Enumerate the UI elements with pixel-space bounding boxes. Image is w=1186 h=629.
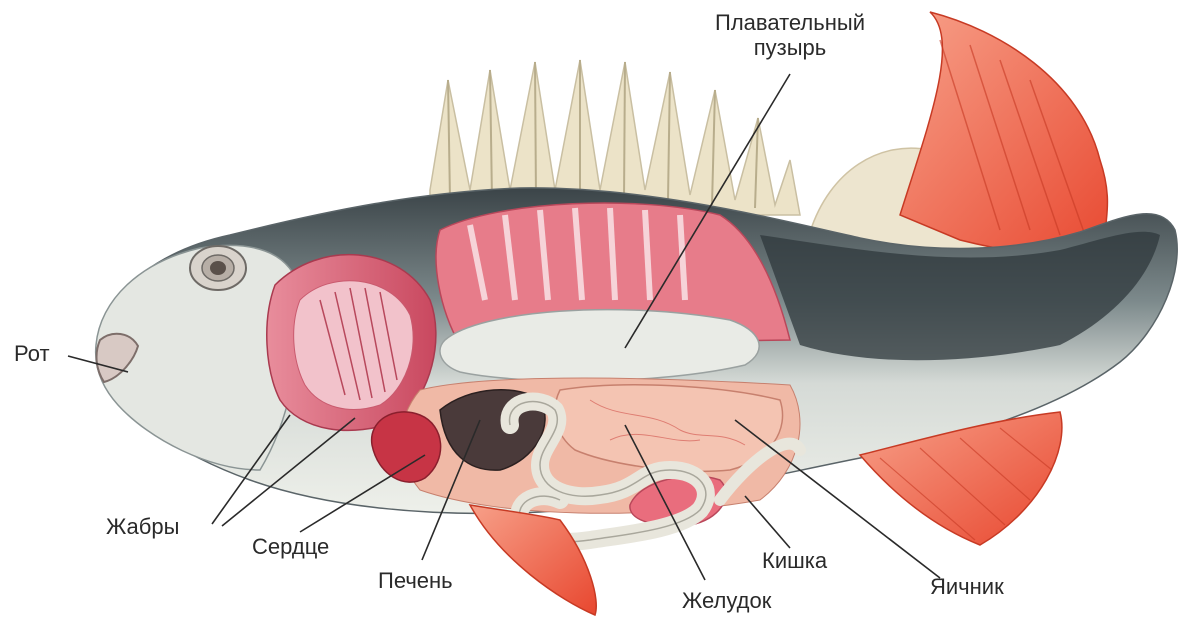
label-serdtse: Сердце bbox=[252, 534, 329, 559]
leader-kishka bbox=[745, 496, 790, 548]
eye bbox=[190, 246, 246, 290]
pelvic-fin bbox=[470, 505, 596, 615]
label-kishka: Кишка bbox=[762, 548, 827, 573]
label-zhabry: Жабры bbox=[106, 514, 179, 539]
label-pechen: Печень bbox=[378, 568, 453, 593]
label-zheludok: Желудок bbox=[682, 588, 771, 613]
label-swim-bladder-line1: Плавательный bbox=[680, 10, 900, 35]
label-rot: Рот bbox=[14, 341, 50, 366]
label-yaichnik: Яичник bbox=[930, 574, 1004, 599]
label-swim-bladder: Плавательный пузырь bbox=[680, 10, 900, 61]
label-swim-bladder-line2: пузырь bbox=[680, 35, 900, 60]
tail-fin bbox=[900, 12, 1120, 256]
